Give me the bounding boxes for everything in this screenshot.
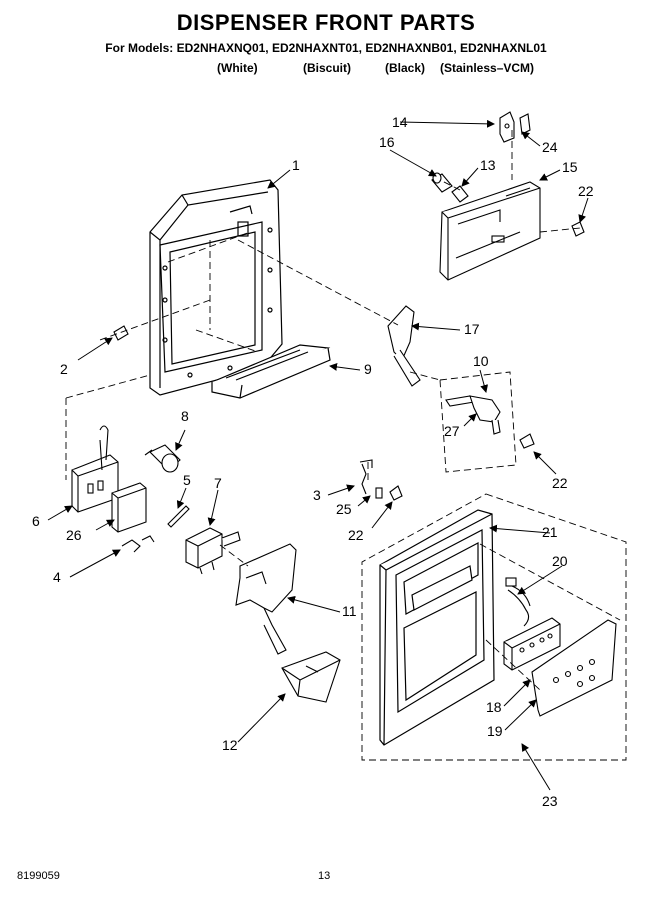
part-3-spring xyxy=(359,459,373,495)
callout-12: 12 xyxy=(222,737,238,753)
document-number: 8199059 xyxy=(17,870,60,882)
part-14-switch xyxy=(499,111,515,143)
part-7-actuator xyxy=(185,527,241,575)
part-15-bracket xyxy=(439,181,541,281)
models-line: For Models: ED2NHAXNQ01, ED2NHAXNT01, ED… xyxy=(105,41,547,55)
callout-26: 26 xyxy=(66,527,82,543)
part-20-wire-harness xyxy=(505,577,531,627)
callout-2: 2 xyxy=(60,361,68,377)
part-9-drip-tray xyxy=(211,344,331,399)
callout-7: 7 xyxy=(214,475,222,491)
color-stainless: (Stainless–VCM) xyxy=(440,61,535,75)
callout-9: 9 xyxy=(364,361,372,377)
callout-3: 3 xyxy=(313,487,321,503)
callout-22-middle: 22 xyxy=(348,527,364,543)
part-10-switch-arm xyxy=(445,395,501,435)
callout-17: 17 xyxy=(464,321,480,337)
part-25-clip xyxy=(375,487,383,499)
part-5-pin xyxy=(167,505,190,528)
callout-numbers: 1 2 3 4 5 6 7 8 9 10 11 12 13 14 15 16 1… xyxy=(32,114,594,809)
callout-25: 25 xyxy=(336,501,352,517)
callout-5: 5 xyxy=(183,472,191,488)
callout-13: 13 xyxy=(480,157,496,173)
part-12-funnel xyxy=(281,651,341,703)
callout-22-top: 22 xyxy=(578,183,594,199)
part-1-housing xyxy=(149,179,283,396)
part-18-control-board xyxy=(503,617,561,671)
screw-icon xyxy=(113,221,585,501)
callout-19: 19 xyxy=(487,723,503,739)
part-24-pad xyxy=(519,113,531,135)
callout-11: 11 xyxy=(342,603,357,619)
page-title: DISPENSER FRONT PARTS xyxy=(176,10,476,35)
part-16-nozzle xyxy=(431,172,453,193)
callout-24: 24 xyxy=(542,139,558,155)
callout-20: 20 xyxy=(552,553,568,569)
color-white: (White) xyxy=(217,61,258,75)
callout-23: 23 xyxy=(542,793,558,809)
color-biscuit: (Biscuit) xyxy=(303,61,351,75)
callout-10: 10 xyxy=(473,353,489,369)
color-black: (Black) xyxy=(385,61,426,75)
callout-6: 6 xyxy=(32,513,40,529)
part-4-clip xyxy=(121,535,155,553)
part-11-actuator-arm xyxy=(235,543,297,655)
callout-21: 21 xyxy=(542,524,558,540)
callout-8: 8 xyxy=(181,408,189,424)
part-21-front-panel xyxy=(379,509,495,746)
callout-16: 16 xyxy=(379,134,395,150)
callout-18: 18 xyxy=(486,699,502,715)
callout-27: 27 xyxy=(444,423,460,439)
callout-22-right: 22 xyxy=(552,475,568,491)
page-number: 13 xyxy=(318,870,331,882)
callout-1: 1 xyxy=(292,157,300,173)
part-19-overlay xyxy=(531,619,617,717)
part-17-lever xyxy=(387,305,421,387)
part-26-lens xyxy=(111,482,147,533)
part-13-fitting xyxy=(451,185,469,203)
callout-4: 4 xyxy=(53,569,61,585)
part-6-light-housing xyxy=(71,425,119,513)
part-8-lamp xyxy=(144,444,181,473)
callout-14: 14 xyxy=(392,114,408,130)
callout-leaders xyxy=(47,119,589,791)
callout-15: 15 xyxy=(562,159,578,175)
dashed-alignment-lines xyxy=(65,130,627,761)
